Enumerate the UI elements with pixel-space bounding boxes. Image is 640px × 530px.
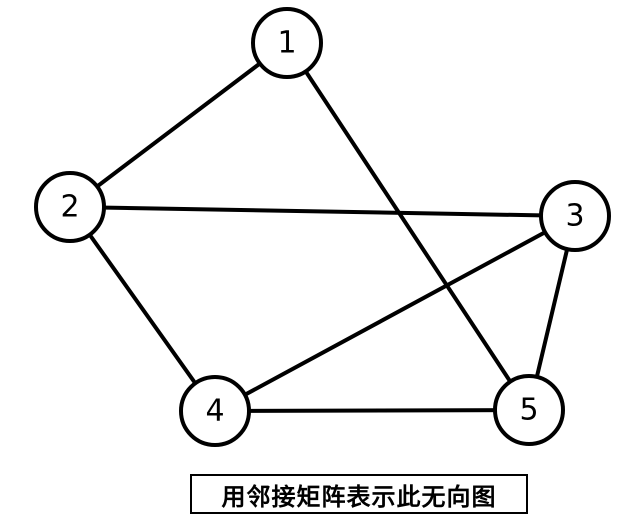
edge-4-5 (213, 408, 531, 413)
node-circle (34, 171, 106, 243)
node-label: 4 (205, 394, 224, 429)
edge-2-3 (68, 205, 577, 218)
node-2: 2 (34, 171, 106, 243)
node-3: 3 (539, 180, 611, 252)
nodes-layer: 1 2 3 4 5 (34, 7, 611, 447)
node-4: 4 (179, 375, 251, 447)
node-5: 5 (493, 374, 565, 446)
node-label: 5 (519, 393, 538, 428)
node-label: 1 (277, 26, 296, 61)
edge-1-5 (285, 41, 531, 412)
edge-2-4 (68, 205, 217, 413)
edge-1-2 (68, 41, 289, 209)
node-circle (539, 180, 611, 252)
node-label: 3 (565, 199, 584, 234)
node-1: 1 (251, 7, 323, 79)
node-circle (179, 375, 251, 447)
edges-layer (68, 41, 577, 413)
node-label: 2 (60, 190, 79, 225)
node-circle (493, 374, 565, 446)
node-circle (251, 7, 323, 79)
edge-3-4 (213, 214, 577, 413)
caption: 用邻接矩阵表示此无向图 (190, 474, 528, 514)
